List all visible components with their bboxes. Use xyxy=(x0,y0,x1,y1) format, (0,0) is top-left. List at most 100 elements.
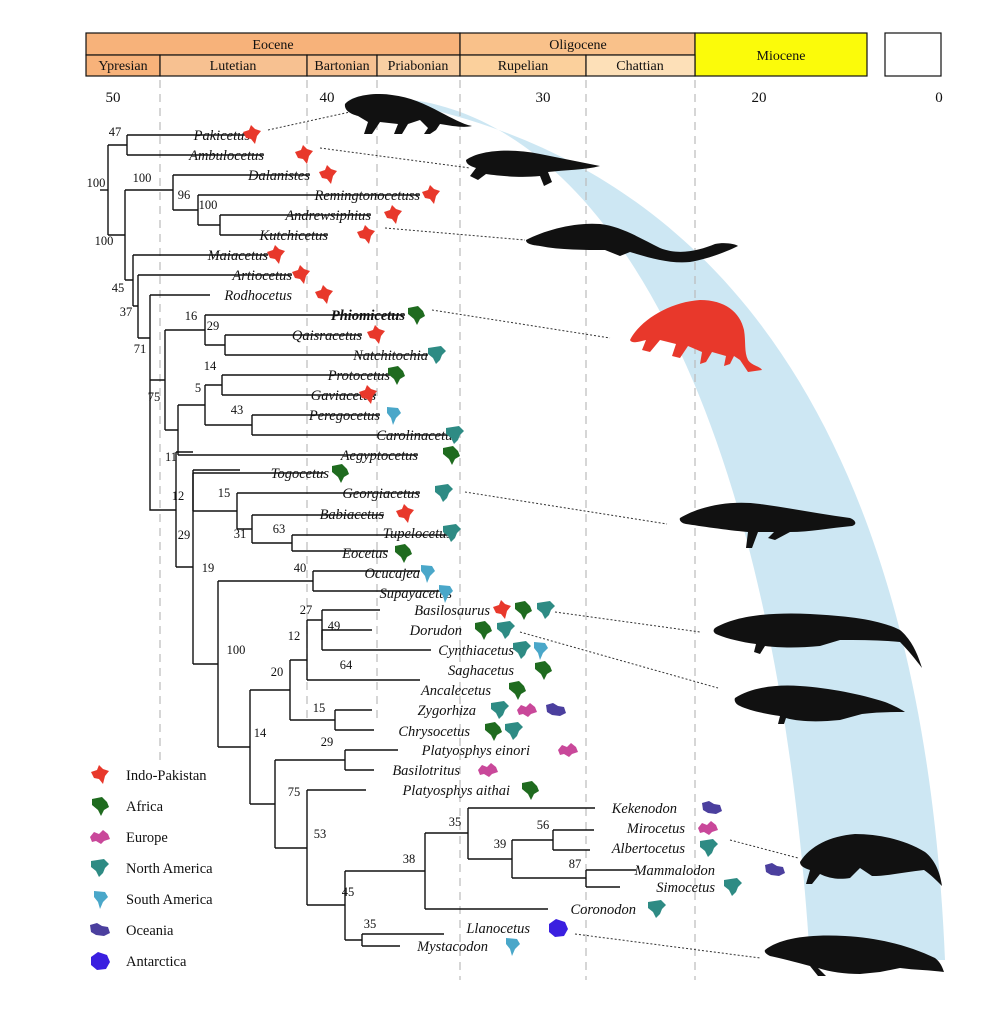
support-value: 63 xyxy=(273,522,286,536)
tick-40: 40 xyxy=(320,90,335,106)
timescale: Eocene Oligocene Miocene Ypresian Luteti… xyxy=(85,32,943,106)
stage-ypresian-label: Ypresian xyxy=(98,59,147,74)
stage-bartonian-label: Bartonian xyxy=(314,59,369,74)
taxon-label: Zygorhiza xyxy=(417,703,476,719)
support-value: 75 xyxy=(288,785,301,799)
support-value: 20 xyxy=(271,665,284,679)
taxon-label: Simocetus xyxy=(656,880,715,896)
legend-label-indo-pakistan: Indo-Pakistan xyxy=(126,768,207,784)
north-america-region-icon xyxy=(497,621,515,639)
south-america-region-icon xyxy=(506,938,520,956)
epoch-miocene-label: Miocene xyxy=(757,49,806,64)
stage-chattian-label: Chattian xyxy=(616,59,663,74)
support-value: 12 xyxy=(288,629,301,643)
taxon-label: Platyosphys aithai xyxy=(401,783,510,799)
phiomicetus-silhouette xyxy=(630,300,762,372)
indo-pakistan-region-icon xyxy=(295,145,313,164)
europe-region-icon xyxy=(698,821,718,835)
support-value: 100 xyxy=(133,171,152,185)
support-value: 64 xyxy=(340,658,353,672)
stage-lutetian-label: Lutetian xyxy=(210,59,257,74)
north-america-region-icon xyxy=(648,900,666,918)
oceania-legend-icon xyxy=(90,923,110,936)
support-value: 39 xyxy=(494,837,507,851)
taxon-label: Togocetus xyxy=(271,466,330,482)
dorudon-silhouette xyxy=(734,685,905,724)
taxon-label: Mirocetus xyxy=(626,821,686,837)
africa-region-icon xyxy=(332,464,349,483)
africa-region-icon xyxy=(509,681,526,700)
legend-label-antarctica: Antarctica xyxy=(126,954,187,970)
taxon-label: Chrysocetus xyxy=(398,724,470,740)
support-value: 14 xyxy=(204,359,217,373)
taxon-label: Peregocetus xyxy=(308,408,380,424)
taxon-label: Ocucajea xyxy=(364,566,420,582)
taxon-label: Protocetus xyxy=(327,368,391,384)
kutchicetus-silhouette xyxy=(526,223,738,263)
africa-region-icon xyxy=(515,601,532,620)
taxon-label: Babiacetus xyxy=(320,507,385,523)
indo-pakistan-region-icon xyxy=(384,205,402,224)
tick-50: 50 xyxy=(106,90,121,106)
oceania-region-icon xyxy=(765,863,785,876)
europe-region-icon xyxy=(478,763,498,777)
north-america-region-icon xyxy=(505,722,523,740)
antarctica-legend-icon xyxy=(91,952,110,970)
taxon-label: Phiomicetus xyxy=(331,308,405,324)
south-america-region-icon xyxy=(387,407,401,425)
indo-pakistan-region-icon xyxy=(396,504,414,523)
support-value: 29 xyxy=(321,735,334,749)
oceania-region-icon xyxy=(702,801,722,814)
indo-pakistan-region-icon xyxy=(267,245,285,264)
support-value: 5 xyxy=(195,381,201,395)
support-value: 15 xyxy=(218,486,231,500)
support-value: 100 xyxy=(95,234,114,248)
antarctica-region-icon xyxy=(549,919,568,937)
taxon-label: Eocetus xyxy=(341,546,388,562)
indo-pakistan-region-icon xyxy=(357,225,375,244)
indo-pakistan-region-icon xyxy=(367,325,385,344)
indo-pakistan-region-icon xyxy=(292,265,310,284)
taxon-label: Maiacetus xyxy=(207,248,269,264)
support-value: 45 xyxy=(342,885,355,899)
support-value: 27 xyxy=(300,603,313,617)
taxon-label: Aegyptocetus xyxy=(340,448,419,464)
taxon-label: Cynthiacetus xyxy=(438,643,514,659)
tick-20: 20 xyxy=(752,90,767,106)
north-america-region-icon xyxy=(435,484,453,502)
oceania-region-icon xyxy=(546,703,566,716)
basilosaurus-silhouette xyxy=(713,613,922,668)
epoch-oligocene-label: Oligocene xyxy=(549,38,607,53)
stage-chattian-box xyxy=(585,54,696,77)
taxon-label: Andrewsiphius xyxy=(284,208,371,224)
south-america-region-icon xyxy=(534,642,548,660)
africa-region-icon xyxy=(408,306,425,325)
indo-pakistan-region-icon xyxy=(319,165,337,184)
support-value: 53 xyxy=(314,827,327,841)
silhouettes xyxy=(344,94,944,976)
tree-branches xyxy=(100,134,636,947)
africa-region-icon xyxy=(388,366,405,385)
region-icons xyxy=(243,125,785,956)
north-america-region-icon xyxy=(428,346,446,364)
south-america-region-icon xyxy=(439,585,453,603)
tick-0: 0 xyxy=(935,90,943,106)
support-value: 45 xyxy=(112,281,125,295)
epoch-eocene-label: Eocene xyxy=(252,38,293,53)
taxon-label: Basilotritus xyxy=(392,763,460,779)
support-value: 38 xyxy=(403,852,416,866)
taxon-label: Artiocetus xyxy=(231,268,292,284)
taxon-label: Dalanistes xyxy=(247,168,310,184)
taxon-label: Natchitochia xyxy=(352,348,428,364)
north-america-region-icon xyxy=(724,878,742,896)
indo-pakistan-region-icon xyxy=(422,185,440,204)
europe-legend-icon xyxy=(90,830,110,844)
europe-region-icon xyxy=(517,703,537,717)
taxon-label: Ambulocetus xyxy=(188,148,264,164)
support-value: 12 xyxy=(172,489,185,503)
north-america-region-icon xyxy=(700,839,718,857)
taxon-label: Albertocetus xyxy=(611,841,686,857)
support-value: 11 xyxy=(165,450,177,464)
north-america-region-icon xyxy=(513,641,531,659)
